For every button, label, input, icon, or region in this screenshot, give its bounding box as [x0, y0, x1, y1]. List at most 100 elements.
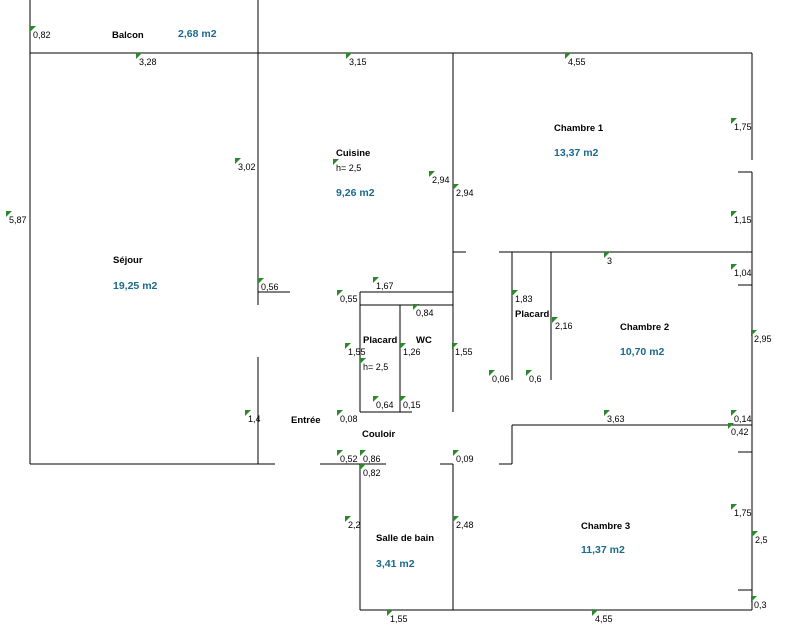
dimension-label: 2,48: [456, 520, 474, 530]
room-area-chambre2: 10,70 m2: [620, 346, 665, 358]
dimension-label: 0,6: [529, 374, 542, 384]
dimension-marker-icon: [526, 370, 532, 376]
dimension-marker-icon: [453, 516, 459, 522]
dimension-label: 3,63: [607, 414, 625, 424]
dimension-label: 0,52: [340, 454, 358, 464]
room-name-chambre1: Chambre 1: [554, 123, 604, 134]
dimension-labels: 0,82 3,28 3,15 4,55 1,75 3,02 2,94 2,94 …: [9, 30, 772, 624]
dimension-marker-icon: [731, 118, 737, 124]
dimension-label: 0,42: [731, 427, 749, 437]
dimension-marker-icon: [604, 410, 610, 416]
dimension-marker-icon: [235, 158, 241, 164]
dimension-label: 1,55: [455, 347, 473, 357]
dimension-label: 2,94: [456, 188, 474, 198]
dimension-label: 0,82: [33, 30, 51, 40]
dimension-label: 3,02: [238, 162, 256, 172]
dimension-label: 1,67: [376, 281, 394, 291]
dimension-label: 0,08: [340, 414, 358, 424]
dimension-marker-icon: [136, 53, 142, 59]
dimension-label: 0,15: [403, 400, 421, 410]
dimension-label: 0,64: [376, 400, 394, 410]
dimension-marker-icon: [565, 53, 571, 59]
room-name-placard-right: Placard: [515, 309, 550, 320]
dimension-markers: [6, 26, 758, 616]
dimension-marker-icon: [453, 184, 459, 190]
dimension-marker-icon: [6, 211, 12, 217]
dimension-label: 3,15: [349, 57, 367, 67]
dimension-marker-icon: [337, 410, 343, 416]
room-name-cuisine: Cuisine: [336, 148, 370, 159]
dimension-marker-icon: [731, 211, 737, 217]
dimension-marker-icon: [452, 343, 458, 349]
dimension-marker-icon: [731, 410, 737, 416]
dimension-label: 1,83: [515, 294, 533, 304]
dimension-marker-icon: [728, 423, 734, 429]
dimension-marker-icon: [489, 370, 495, 376]
dimension-marker-icon: [731, 504, 737, 510]
dimension-label: 2,95: [754, 334, 772, 344]
dimension-marker-icon: [333, 159, 339, 165]
dimension-marker-icon: [751, 330, 757, 336]
dimension-marker-icon: [552, 317, 558, 323]
dimension-label: 1,15: [734, 215, 752, 225]
room-name-sejour: Séjour: [113, 255, 143, 266]
dimension-label: 5,87: [9, 215, 27, 225]
room-area-balcon: 2,68 m2: [178, 28, 217, 40]
room-name-balcon: Balcon: [112, 30, 144, 41]
dimension-label: 0,86: [363, 454, 381, 464]
room-name-wc: WC: [416, 335, 432, 346]
dimension-marker-icon: [337, 290, 343, 296]
dimension-marker-icon: [752, 531, 758, 537]
room-area-sdb: 3,41 m2: [376, 558, 415, 570]
dimension-marker-icon: [413, 304, 419, 310]
dimension-label: 4,55: [568, 57, 586, 67]
room-name-chambre3: Chambre 3: [581, 521, 630, 532]
dimension-label: 0,3: [754, 600, 767, 610]
dimension-label: 0,55: [340, 294, 358, 304]
dimension-label: 2,2: [348, 520, 361, 530]
dimension-marker-icon: [258, 278, 264, 284]
room-area-cuisine: 9,26 m2: [336, 187, 375, 199]
dimension-label: 0,06: [492, 374, 510, 384]
dimension-marker-icon: [245, 410, 251, 416]
dimension-label: 0,14: [734, 414, 752, 424]
room-labels: Balcon 2,68 m2 Séjour 19,25 m2 Cuisine h…: [112, 28, 669, 570]
room-name-entree: Entrée: [291, 415, 321, 426]
dimension-marker-icon: [751, 596, 757, 602]
dimension-marker-icon: [345, 516, 351, 522]
dimension-label: 3,28: [139, 57, 157, 67]
dimension-marker-icon: [346, 53, 352, 59]
dimension-marker-icon: [400, 396, 406, 402]
dimension-label: 1,55: [390, 614, 408, 624]
dimension-marker-icon: [604, 252, 610, 258]
room-area-chambre3: 11,37 m2: [581, 544, 625, 556]
dimension-marker-icon: [731, 264, 737, 270]
dimension-marker-icon: [360, 358, 366, 364]
dimension-label: 0,56: [261, 282, 279, 292]
room-height-placard-left: h= 2,5: [363, 362, 388, 372]
dimension-label: 1,75: [734, 508, 752, 518]
dimension-label: 4,55: [595, 614, 613, 624]
room-name-sdb: Salle de bain: [376, 533, 434, 544]
dimension-marker-icon: [373, 396, 379, 402]
dimension-marker-icon: [512, 290, 518, 296]
dimension-marker-icon: [345, 343, 351, 349]
dimension-marker-icon: [337, 450, 343, 456]
dimension-marker-icon: [360, 450, 366, 456]
dimension-marker-icon: [592, 610, 598, 616]
dimension-label: 1,04: [734, 268, 752, 278]
dimension-marker-icon: [400, 343, 406, 349]
walls: [29, 0, 753, 611]
dimension-marker-icon: [429, 171, 435, 177]
room-area-chambre1: 13,37 m2: [554, 147, 599, 159]
dimension-marker-icon: [30, 26, 36, 32]
room-name-placard-left: Placard: [363, 335, 398, 346]
dimension-label: 1,75: [734, 122, 752, 132]
dimension-label: 1,55: [348, 347, 366, 357]
room-area-sejour: 19,25 m2: [113, 280, 158, 292]
dimension-label: 1,4: [248, 414, 261, 424]
dimension-label: 2,16: [555, 321, 573, 331]
dimension-label: 0,82: [363, 468, 381, 478]
dimension-marker-icon: [387, 610, 393, 616]
